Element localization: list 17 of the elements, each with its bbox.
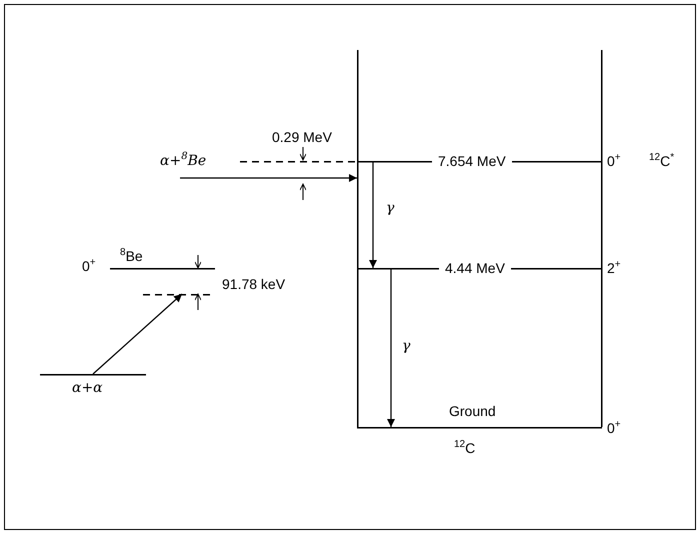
dimension-label: 91.78 keV: [222, 276, 286, 292]
dimension-label: 0.29 MeV: [272, 129, 332, 145]
spin-parity-label: 0$^{+}$: [607, 420, 621, 436]
level-label: Ground: [449, 403, 496, 419]
level-label: 7.654 MeV: [432, 153, 512, 169]
edge-label: γ: [386, 200, 394, 216]
spin-parity-label: $^{12}$C$^{*}$: [649, 153, 674, 169]
edge-label: γ: [402, 338, 410, 354]
level-label: 4.44 MeV: [439, 260, 511, 276]
level-label: $^{8}$Be: [120, 248, 143, 264]
spin-parity-label: 0$^{+}$: [607, 153, 621, 169]
level-label: $^{12}$C: [454, 440, 476, 456]
arrow: [180, 174, 357, 182]
level-label: 0$^{+}$: [82, 258, 96, 274]
level-label: α+α: [72, 380, 103, 396]
level-label: α+$^{8}$Be: [160, 153, 206, 169]
spin-parity-label: 2$^{+}$: [607, 260, 621, 276]
